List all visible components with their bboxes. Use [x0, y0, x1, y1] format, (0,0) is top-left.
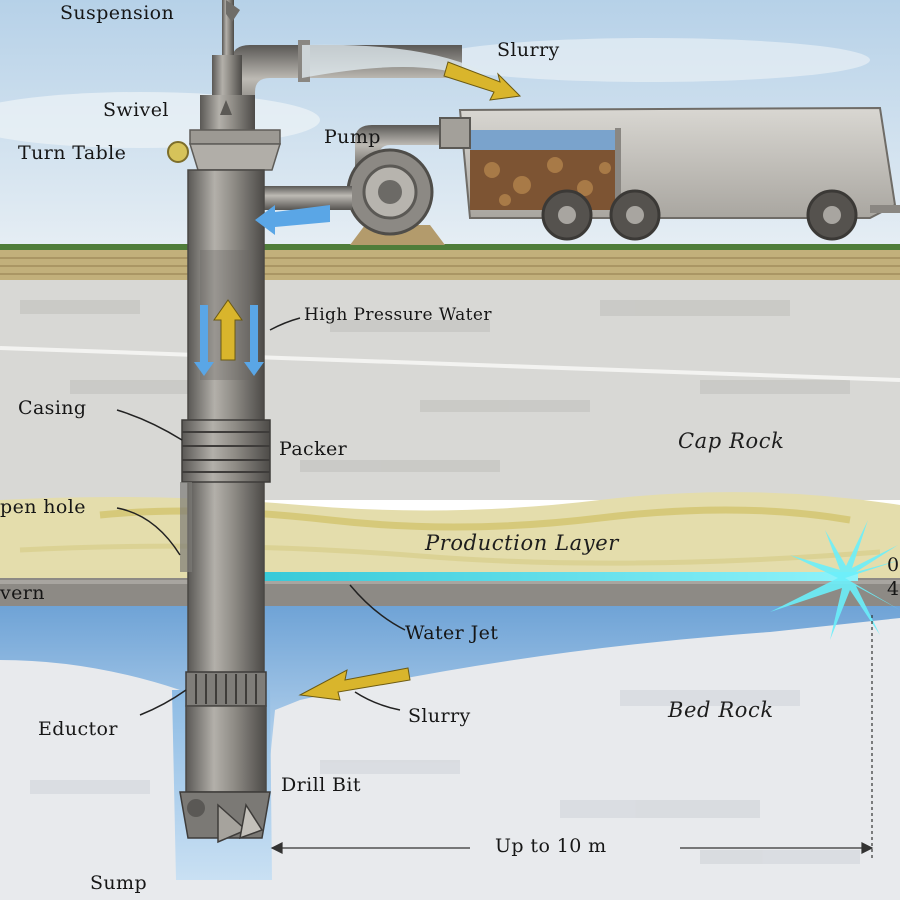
label-packer: Packer — [279, 438, 348, 460]
water-jet-beam — [258, 572, 858, 581]
slurry-truck — [458, 106, 900, 241]
label-production-layer: Production Layer — [425, 531, 619, 555]
well-column — [179, 169, 271, 844]
jet-splash — [770, 520, 900, 640]
label-sump: Sump — [90, 872, 148, 894]
label-swivel: Swivel — [103, 99, 169, 121]
grass-line — [0, 244, 900, 250]
packer — [181, 419, 271, 483]
eductor — [185, 671, 267, 707]
label-eductor: Eductor — [38, 718, 118, 740]
label-high-pressure-water: High Pressure Water — [304, 305, 492, 325]
label-water-jet: Water Jet — [405, 622, 499, 644]
swivel-assembly — [167, 0, 282, 171]
label-edge-bottom: 4 — [887, 578, 900, 600]
distance-dimension — [270, 615, 874, 860]
label-drill-bit: Drill Bit — [281, 774, 361, 796]
label-suspension: Suspension — [60, 2, 175, 24]
label-edge-top: 0 — [887, 554, 900, 576]
topsoil — [0, 250, 900, 280]
drill-bit — [179, 791, 271, 844]
label-slurry-top: Slurry — [497, 39, 560, 61]
label-casing: Casing — [18, 397, 87, 419]
label-open-hole: pen hole — [0, 496, 86, 518]
label-bed-rock: Bed Rock — [668, 698, 774, 722]
flow-arrows — [194, 61, 522, 701]
leader-lines — [116, 317, 406, 716]
label-cavern: vern — [0, 582, 45, 604]
pump-assembly — [262, 117, 471, 245]
label-pump: Pump — [324, 126, 381, 148]
label-distance: Up to 10 m — [495, 835, 607, 857]
label-cap-rock: Cap Rock — [678, 429, 785, 453]
label-slurry-bottom: Slurry — [408, 705, 471, 727]
label-turn-table: Turn Table — [18, 142, 127, 164]
